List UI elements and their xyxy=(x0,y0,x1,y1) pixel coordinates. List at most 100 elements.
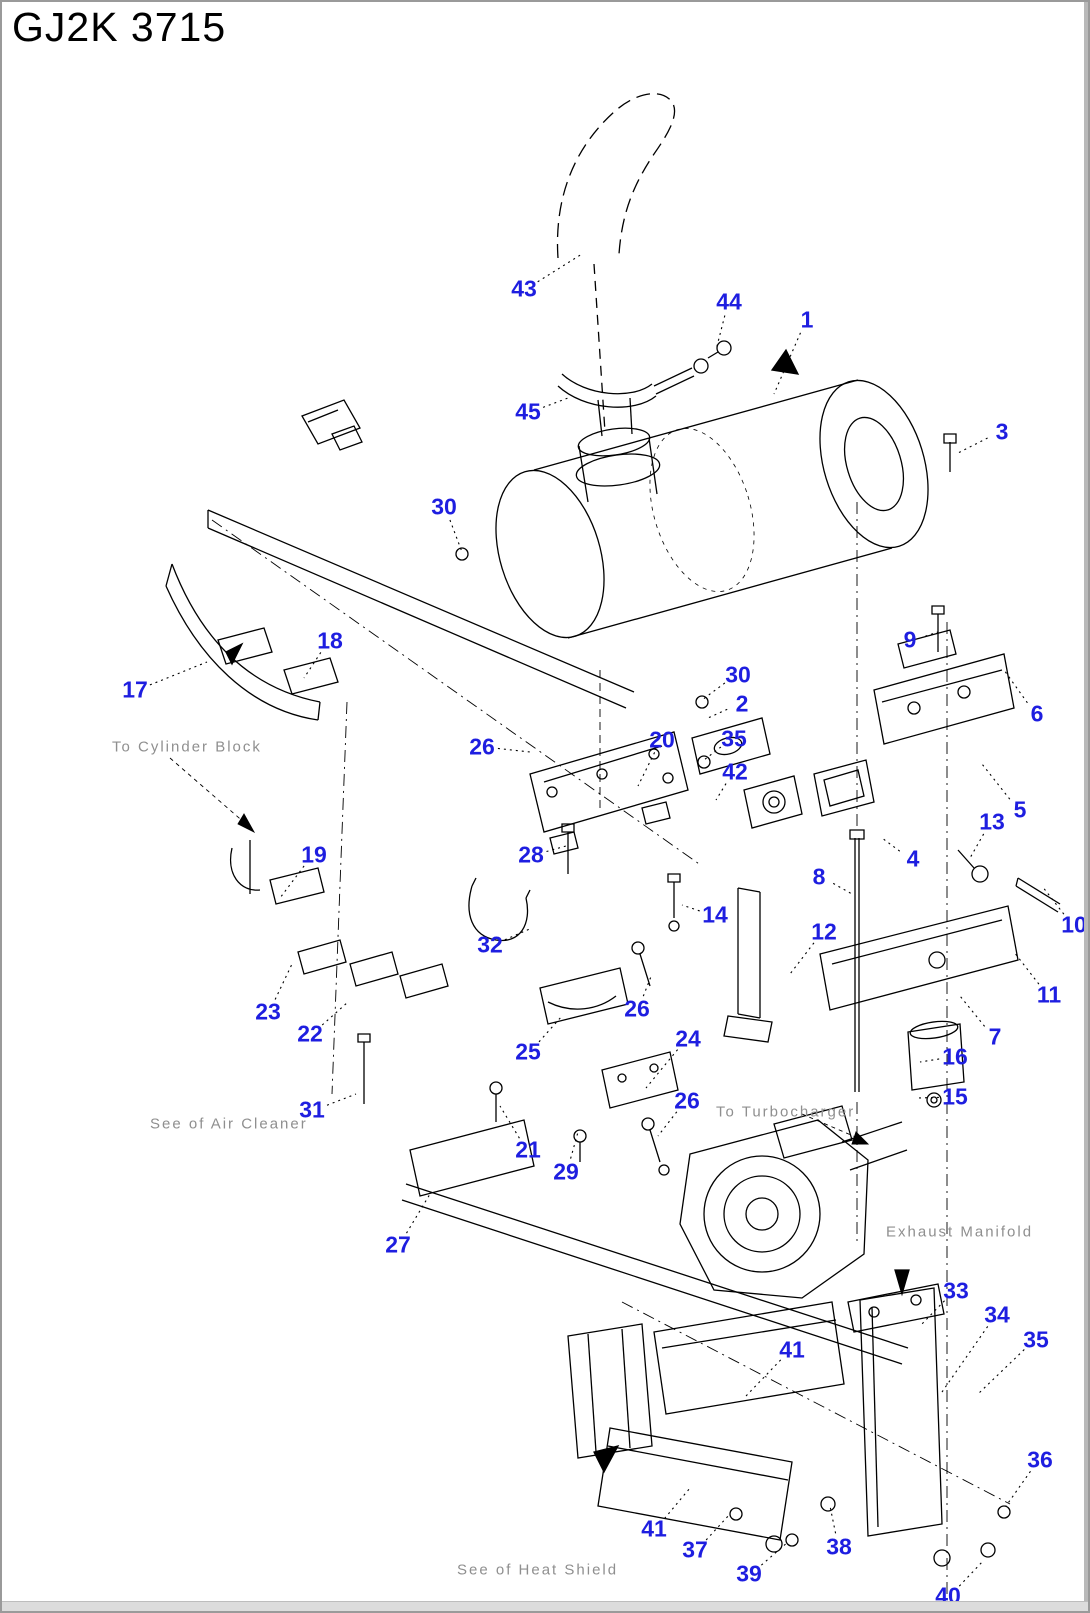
spacer-16 xyxy=(908,1024,964,1090)
callout-label: 42 xyxy=(722,758,748,785)
callout-leader xyxy=(539,1016,562,1042)
callout-label: 28 xyxy=(518,841,544,868)
callout-label: 41 xyxy=(779,1336,805,1363)
callout-leader xyxy=(882,838,900,851)
clamp-bolt-head xyxy=(694,359,708,373)
arrow-17-icon xyxy=(226,644,242,664)
plate-7 xyxy=(820,906,1018,1010)
callout-label: 41 xyxy=(641,1515,667,1542)
callout-label: 17 xyxy=(122,676,148,703)
callout-leader xyxy=(978,1350,1024,1394)
callout-leader xyxy=(538,254,582,282)
callout-label: 30 xyxy=(431,493,457,520)
callout-leader xyxy=(1006,1471,1030,1506)
callout-leader xyxy=(920,1301,945,1326)
callout-leader xyxy=(450,520,462,552)
callout-label: 14 xyxy=(702,901,728,928)
callout-label: 5 xyxy=(1013,796,1027,823)
callout-label: 27 xyxy=(385,1231,411,1258)
callout-leader xyxy=(498,748,530,752)
callout-label: 35 xyxy=(1023,1326,1049,1353)
u-bolt-32 xyxy=(469,886,528,941)
shield-low xyxy=(598,1428,792,1540)
callout-leader xyxy=(956,438,988,454)
callout-leader xyxy=(702,683,725,700)
callout-label: 20 xyxy=(649,726,675,753)
bolt-37 xyxy=(730,1508,742,1520)
callout-label: 6 xyxy=(1030,700,1044,727)
annotation-text: See of Air Cleaner xyxy=(150,1115,308,1133)
washer-30b xyxy=(456,548,468,560)
callout-leader xyxy=(830,1506,836,1533)
plate-27 xyxy=(410,1120,534,1196)
arrowhead-cylinder-block-icon xyxy=(238,814,254,832)
callout-label: 2 xyxy=(735,690,749,717)
callout-leader xyxy=(546,846,566,852)
left-support-frame xyxy=(166,510,634,1104)
reference-lines xyxy=(170,520,868,1144)
annotation-text: See of Heat Shield xyxy=(457,1561,619,1579)
callout-label: 1 xyxy=(800,306,814,333)
bolt-38 xyxy=(766,1536,782,1552)
callout-label: 26 xyxy=(469,733,495,760)
callout-leader xyxy=(982,764,1010,799)
callout-label: 36 xyxy=(1027,1446,1053,1473)
direction-arrow-icon xyxy=(772,350,798,374)
callout-label: 26 xyxy=(624,995,650,1022)
callout-leader xyxy=(643,974,652,996)
callout-label: 24 xyxy=(675,1025,701,1052)
washer-30 xyxy=(696,696,708,708)
callout-label: 30 xyxy=(725,661,751,688)
page-title: GJ2K 3715 xyxy=(12,4,227,50)
callout-leader xyxy=(925,632,938,636)
callout-label: 31 xyxy=(299,1096,325,1123)
callout-leader xyxy=(920,1059,939,1062)
callout-leader xyxy=(833,883,852,894)
callout-leader xyxy=(543,398,568,407)
bolt-36 xyxy=(998,1506,1010,1518)
mid-right-assembly xyxy=(490,502,1018,1175)
flange-42 xyxy=(744,776,802,828)
callout-leader xyxy=(571,1132,578,1159)
callout-label: 44 xyxy=(716,288,742,315)
turbocharger xyxy=(680,622,947,1594)
callout-leader xyxy=(774,333,800,394)
muffler-body xyxy=(477,367,947,651)
callout-leader xyxy=(505,928,532,940)
callout-leader xyxy=(1014,952,1039,984)
arrow-down-icon xyxy=(895,1270,909,1294)
callout-leader xyxy=(746,1360,781,1396)
mounting-plate xyxy=(530,670,688,874)
callout-label: 8 xyxy=(812,863,826,890)
callout-leader xyxy=(150,662,207,685)
callout-leader xyxy=(407,1194,430,1233)
callout-leader xyxy=(665,1488,690,1518)
arrow-up-icon xyxy=(594,1446,618,1472)
annotation-text: To Turbocharger xyxy=(716,1103,856,1121)
side-plate xyxy=(860,1288,942,1536)
callout-leader xyxy=(960,996,985,1026)
callout-label: 43 xyxy=(511,275,537,302)
callout-label: 13 xyxy=(979,808,1005,835)
callout-label: 15 xyxy=(942,1083,968,1110)
callout-leader xyxy=(970,834,984,858)
washer-35 xyxy=(698,756,710,768)
callout-label: 32 xyxy=(477,931,503,958)
callout-label: 3 xyxy=(995,418,1009,445)
callout-label: 23 xyxy=(255,998,281,1025)
callout-label: 45 xyxy=(515,398,541,425)
callout-label: 38 xyxy=(826,1533,852,1560)
flange-33 xyxy=(848,1284,944,1332)
callout-leader xyxy=(646,1050,678,1088)
washer-15 xyxy=(927,1093,941,1107)
callout-leader xyxy=(1004,670,1027,703)
callout-leader xyxy=(327,1094,356,1105)
page-edge-right xyxy=(1084,2,1088,1611)
bolt-13 xyxy=(958,850,974,868)
callout-label: 39 xyxy=(736,1560,762,1587)
callout-leader xyxy=(658,1112,677,1136)
callout-leader xyxy=(790,943,814,974)
right-brackets xyxy=(456,434,1060,912)
callout-label: 35 xyxy=(721,725,747,752)
